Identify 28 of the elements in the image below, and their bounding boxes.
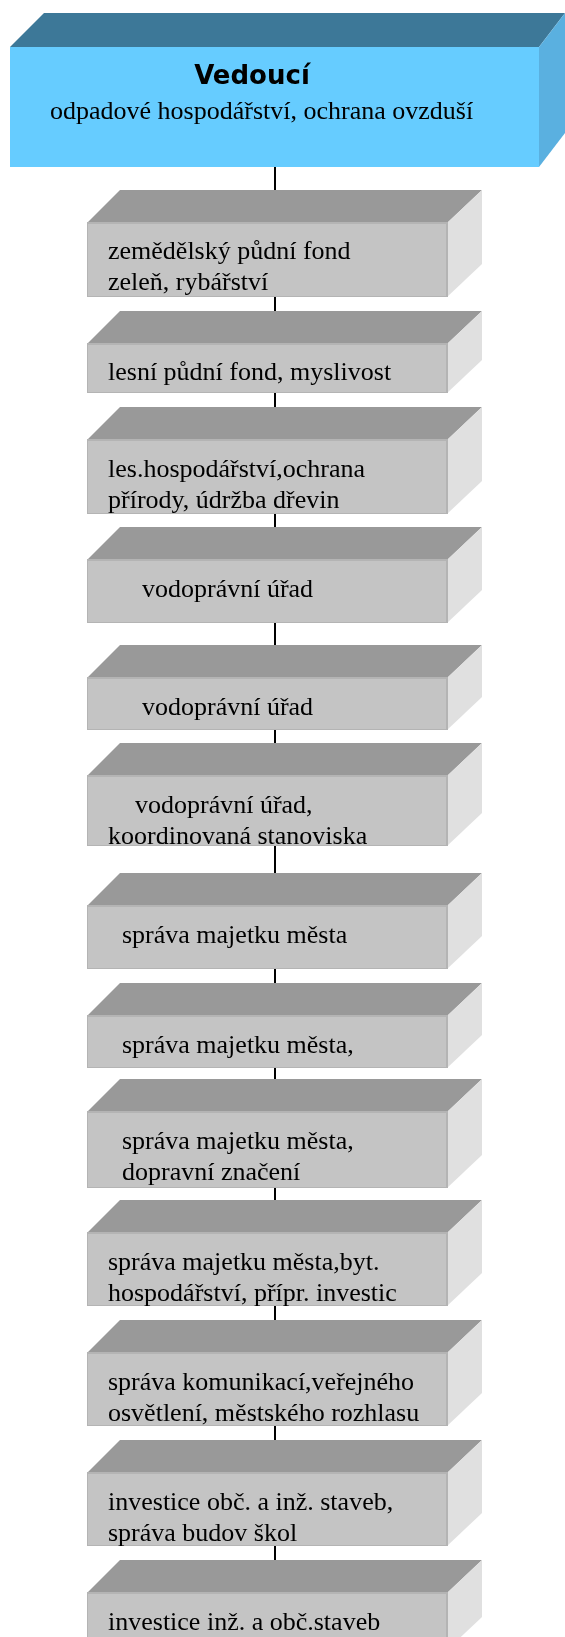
connector-line bbox=[274, 1187, 276, 1201]
department-text: les.hospodářství,ochrana přírody, údržba dřevin bbox=[108, 453, 367, 515]
subtitle: odpadové hospodářství, ochrana ovzduší bbox=[50, 95, 474, 126]
department-text: investice obč. a inž. staveb, správa budov škol bbox=[108, 1486, 395, 1548]
connector-line bbox=[274, 1305, 276, 1321]
connector-line bbox=[274, 166, 276, 191]
department-text: vodoprávní úřad, koordinovaná stanoviska bbox=[108, 789, 369, 851]
department-text: správa majetku města, bbox=[122, 1029, 355, 1060]
connector-line bbox=[274, 1067, 276, 1080]
connector-line bbox=[274, 968, 276, 984]
department-text: správa majetku města bbox=[122, 919, 349, 950]
department-text: vodoprávní úřad bbox=[142, 691, 315, 722]
connector-line bbox=[274, 1545, 276, 1561]
connector-line bbox=[274, 729, 276, 744]
connector-line bbox=[274, 513, 276, 528]
connector-line bbox=[274, 1425, 276, 1441]
department-text: vodoprávní úřad bbox=[142, 573, 315, 604]
department-text: lesní půdní fond, myslivost bbox=[108, 356, 393, 387]
department-text: správa majetku města, dopravní značení bbox=[122, 1125, 355, 1187]
department-text: zemědělský půdní fond zeleň, rybářství bbox=[108, 235, 352, 297]
department-text: správa majetku města,byt. hospodářství, přípr. investic bbox=[108, 1246, 398, 1308]
connector-line bbox=[274, 392, 276, 408]
department-text: správa komunikací,veřejného osvětlení, městského rozhlasu bbox=[108, 1366, 421, 1428]
heading: Vedoucí bbox=[193, 60, 312, 91]
connector-line bbox=[274, 296, 276, 312]
department-text: investice inž. a obč.staveb bbox=[108, 1606, 382, 1637]
connector-line bbox=[274, 845, 276, 874]
connector-line bbox=[274, 622, 276, 646]
